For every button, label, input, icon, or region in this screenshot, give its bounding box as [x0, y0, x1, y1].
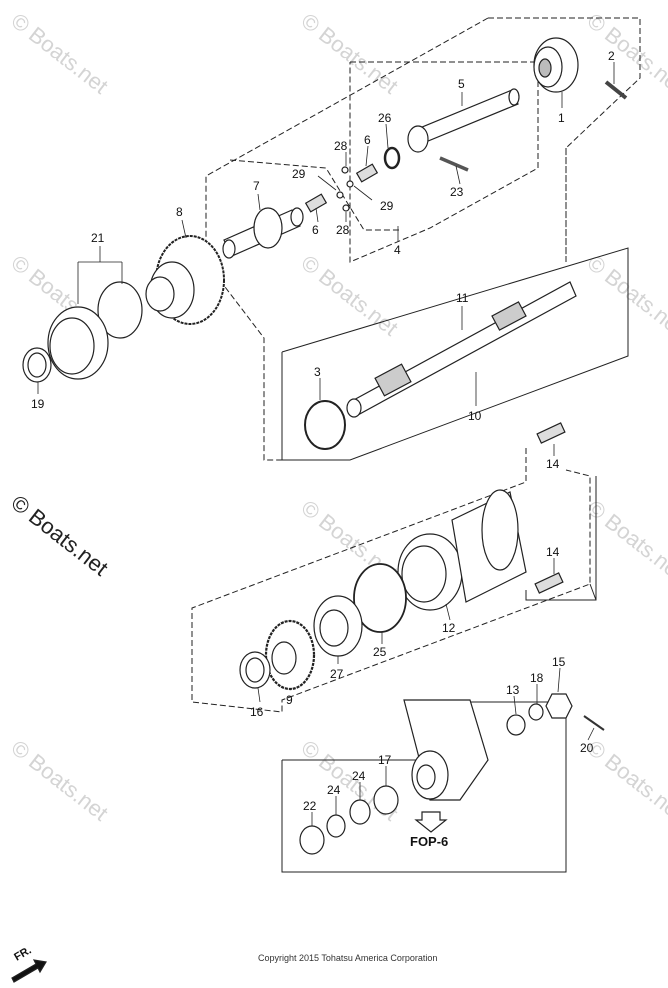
spring [355, 163, 379, 183]
callout: 11 [456, 291, 469, 305]
callout: 24 [327, 783, 341, 797]
callout: 8 [176, 205, 183, 219]
callout: 27 [330, 667, 344, 681]
nut [545, 693, 573, 719]
callout: 6 [364, 133, 371, 147]
callout: 7 [253, 179, 260, 193]
ball [346, 180, 354, 188]
ball [336, 191, 344, 199]
callout: 29 [292, 167, 306, 181]
o-ring [353, 563, 407, 633]
bevel-gear-forward [145, 235, 225, 325]
callout: 12 [442, 621, 456, 635]
callout: 28 [334, 139, 348, 153]
callout: 28 [336, 223, 350, 237]
spring [304, 193, 328, 213]
callout: 29 [380, 199, 394, 213]
callout: 18 [530, 671, 544, 685]
bearing-housing [397, 489, 527, 611]
bolt [534, 572, 564, 594]
callout: 26 [378, 111, 392, 125]
group-outline-shaft-pinion [349, 61, 539, 263]
callout: 17 [378, 753, 392, 767]
callout: 23 [450, 185, 464, 199]
bevel-gear-reverse [264, 619, 316, 691]
washer [506, 714, 526, 736]
washer [326, 814, 346, 838]
callout: 4 [394, 243, 401, 257]
taper-bearing [47, 281, 143, 380]
callout: 5 [458, 77, 465, 91]
callout: 22 [303, 799, 317, 813]
thrust-washer [373, 785, 399, 815]
group-outline-top-left [205, 17, 489, 461]
callout: 14 [546, 545, 560, 559]
reference-arrow [414, 811, 448, 833]
callout: 3 [314, 365, 321, 379]
group-outline-propshaft [281, 247, 629, 461]
plunger [222, 207, 304, 259]
callout: 2 [608, 49, 615, 63]
ball [341, 166, 349, 174]
cotter-pin [583, 715, 605, 731]
callout: 24 [352, 769, 366, 783]
callout: 6 [312, 223, 319, 237]
callout-labels: 1 2 3 4 5 6 6 7 8 9 10 11 12 13 14 14 15… [31, 49, 615, 813]
group-outline-housing-right [525, 476, 597, 601]
propeller [403, 699, 489, 801]
retaining-ring [304, 400, 346, 450]
group-outline-inner [229, 159, 400, 231]
ball [342, 204, 350, 212]
ball-bearing [313, 595, 363, 657]
callout: 1 [558, 111, 565, 125]
callout: 14 [546, 457, 560, 471]
washer [528, 703, 544, 721]
pin [439, 156, 469, 172]
callout: 10 [468, 409, 482, 423]
propeller-shaft [346, 281, 577, 418]
callout: 13 [506, 683, 520, 697]
clutch-dog [533, 37, 579, 93]
washer [349, 799, 371, 825]
callout: 16 [250, 705, 264, 719]
callout: 20 [580, 741, 594, 755]
reference-label: FOP-6 [410, 834, 449, 849]
callout: 9 [286, 693, 293, 707]
direction-arrow [11, 959, 47, 983]
callout: 19 [31, 397, 45, 411]
cross-pin [604, 80, 628, 100]
spring-clip [383, 146, 401, 170]
bolt [536, 422, 566, 444]
callout: 25 [373, 645, 387, 659]
spacer [299, 825, 325, 855]
copyright-text: Copyright 2015 Tohatsu America Corporati… [258, 953, 438, 963]
shift-shaft [407, 88, 520, 153]
callout: 15 [552, 655, 566, 669]
callout: 21 [91, 231, 105, 245]
